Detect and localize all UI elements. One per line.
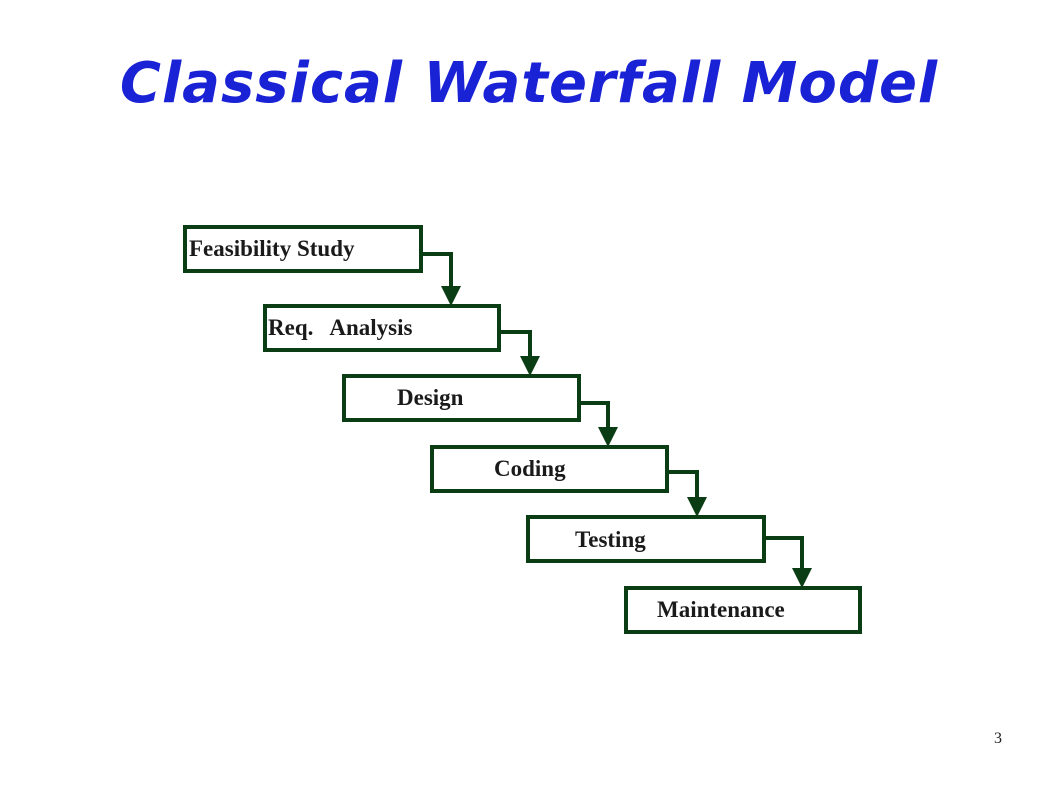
arrow-head xyxy=(792,568,812,588)
stage-box xyxy=(624,586,862,634)
stage-label: Testing xyxy=(575,527,646,552)
arrow-head xyxy=(687,497,707,517)
stage-box xyxy=(526,515,766,563)
flow-arrow xyxy=(579,401,610,437)
arrow-head xyxy=(520,356,540,376)
stage-label: Req. Analysis xyxy=(268,315,412,340)
slide-number: 3 xyxy=(994,730,1002,747)
stage-label: Maintenance xyxy=(657,597,785,622)
stage-requirements-analysis: Req. Analysis xyxy=(263,304,501,352)
stage-box xyxy=(183,225,423,273)
arrow-head xyxy=(598,427,618,447)
stage-box xyxy=(263,304,501,352)
stage-label: Coding xyxy=(494,456,566,481)
stage-label: Design xyxy=(397,385,464,410)
stage-box xyxy=(430,445,669,493)
stage-design: Design xyxy=(342,374,581,422)
stage-testing: Testing xyxy=(526,515,766,563)
stage-box xyxy=(342,374,581,422)
flow-arrow xyxy=(667,470,699,507)
stage-maintenance: Maintenance xyxy=(624,586,862,634)
flow-arrow xyxy=(421,252,453,296)
stage-feasibility-study: Feasibility Study xyxy=(183,225,423,273)
arrow-head xyxy=(441,286,461,306)
slide-title: Classical Waterfall Model xyxy=(119,51,939,116)
stage-label: Feasibility Study xyxy=(189,236,355,261)
stage-coding: Coding xyxy=(430,445,669,493)
flow-arrow xyxy=(499,330,532,366)
flow-arrow xyxy=(764,536,804,578)
